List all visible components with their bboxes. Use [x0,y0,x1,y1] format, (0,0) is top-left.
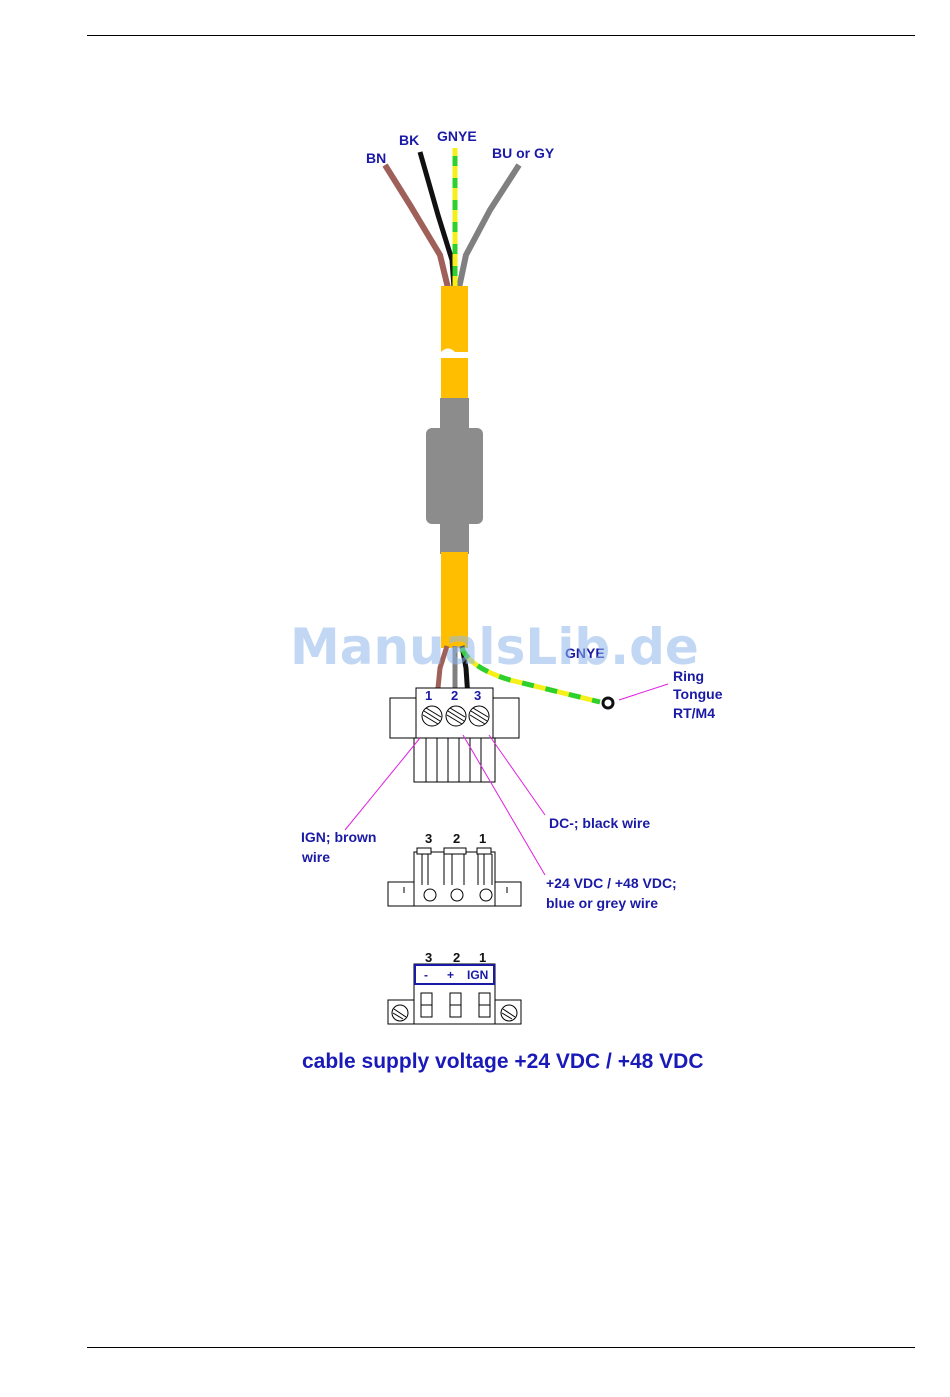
side-pin-3: 3 [425,831,432,846]
screw-1 [422,706,442,726]
cable-sleeve [426,428,483,524]
front-pin-2: 2 [453,950,460,965]
side-pin-2: 2 [453,831,460,846]
front-pin-3: 3 [425,950,432,965]
cable-jacket [426,286,483,648]
upper-wires [385,148,519,288]
callout-dc-minus: DC-; black wire [549,815,650,831]
connector-side-view [388,848,521,906]
callout-supply-1: +24 VDC / +48 VDC; [546,875,677,891]
front-mark-plus: + [447,968,454,982]
connector-pin-3: 3 [474,688,481,703]
label-bk: BK [399,132,419,148]
ring-label-3: RT/M4 [673,705,715,721]
front-pin-1: 1 [479,950,486,965]
callout-ign-2: wire [301,849,330,865]
connector-pin-1: 1 [425,688,432,703]
ring-tongue-terminal [603,698,613,708]
label-bu-gy: BU or GY [492,145,555,161]
connector-front-view [388,964,521,1024]
label-gnye: GNYE [437,128,477,144]
ring-label-2: Tongue [673,686,723,702]
black-wire [420,152,454,288]
connector-pin-2: 2 [451,688,458,703]
front-mark-ign: IGN [467,968,488,982]
ring-callout-line [619,684,668,700]
front-mark-minus: - [424,968,428,982]
label-bn: BN [366,150,386,166]
callout-supply-2: blue or grey wire [546,895,658,911]
brown-wire [385,165,448,288]
screw-3 [469,706,489,726]
watermark: ManualsLib.de [290,618,699,676]
grey-wire [459,165,519,288]
screw-2 [446,706,466,726]
diagram-caption: cable supply voltage +24 VDC / +48 VDC [302,1050,704,1073]
side-pin-1: 1 [479,831,486,846]
callout-ign-1: IGN; brown [301,829,376,845]
